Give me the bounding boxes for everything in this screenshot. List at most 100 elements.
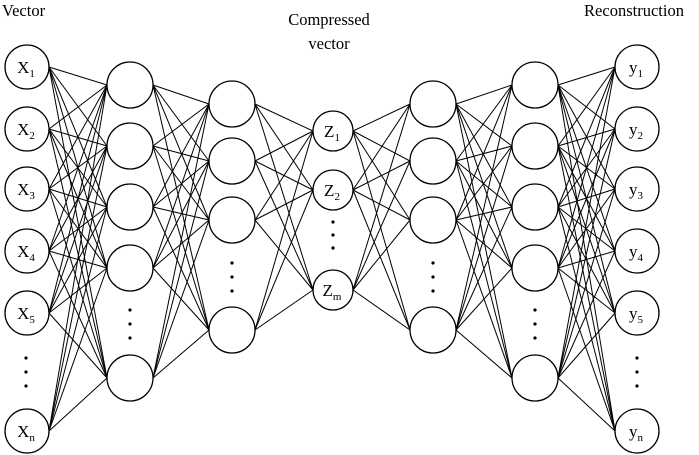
- edge-dec2-4-to-output-6: [557, 267, 616, 432]
- ellipsis-dot-enc1-3: [128, 336, 132, 340]
- ellipsis-dot-input-3: [24, 384, 28, 388]
- edge-bottleneck-3-to-dec1-3: [352, 219, 411, 291]
- ellipsis-dot-enc1-1: [128, 308, 132, 312]
- edge-input-6-to-enc1-5: [48, 377, 108, 432]
- node-enc2-1: [208, 80, 256, 128]
- node-bottleneck-2: [312, 169, 354, 211]
- edge-enc2-3-to-bottleneck-2: [254, 189, 314, 221]
- edge-bottleneck-3-to-dec1-1: [352, 103, 411, 291]
- node-enc1-4: [106, 244, 154, 292]
- ellipsis-dot-enc2-1: [230, 261, 234, 265]
- edge-input-6-to-enc1-1: [48, 84, 108, 432]
- label-input-5: X5: [17, 304, 35, 326]
- edge-dec2-4-to-output-5: [557, 267, 616, 314]
- ellipsis-dot-enc1-2: [128, 322, 132, 326]
- node-enc1-5: [106, 354, 154, 402]
- edge-dec1-1-to-dec2-4: [455, 103, 513, 269]
- label-output-3: y3: [629, 180, 644, 202]
- edge-enc2-1-to-bottleneck-3: [254, 103, 314, 291]
- node-output-3: [614, 166, 660, 212]
- node-output-5: [614, 290, 660, 336]
- label-output-4: y4: [629, 242, 644, 264]
- edge-dec2-2-to-output-1: [557, 66, 616, 147]
- edge-input-6-to-enc1-3: [48, 206, 108, 432]
- edge-dec1-3-to-dec2-3: [455, 206, 513, 221]
- edge-bottleneck-1-to-dec1-4: [352, 130, 411, 331]
- label-input-3: X3: [17, 180, 35, 202]
- edge-input-3-to-enc1-5: [48, 188, 108, 379]
- edge-dec2-5-to-output-6: [557, 377, 616, 432]
- node-output-4: [614, 228, 660, 274]
- node-dec2-2: [511, 122, 559, 170]
- node-enc1-2: [106, 122, 154, 170]
- edge-dec1-1-to-dec2-5: [455, 103, 513, 379]
- edge-input-5-to-enc1-1: [48, 84, 108, 314]
- edge-enc1-2-to-enc2-3: [152, 145, 210, 221]
- edge-dec1-3-to-dec2-2: [455, 145, 513, 221]
- ellipses: [24, 220, 639, 388]
- ellipsis-dot-input-2: [24, 370, 28, 374]
- node-input-3: [4, 166, 50, 212]
- ellipsis-dot-dec1-1: [431, 261, 435, 265]
- edge-bottleneck-1-to-dec1-1: [352, 103, 411, 132]
- edge-enc2-1-to-bottleneck-1: [254, 103, 314, 132]
- ellipsis-dot-dec2-2: [533, 322, 537, 326]
- edge-enc1-4-to-enc2-3: [152, 219, 210, 269]
- edge-input-5-to-enc1-5: [48, 312, 108, 379]
- node-enc1-3: [106, 183, 154, 231]
- edge-dec2-5-to-output-1: [557, 66, 616, 379]
- edge-enc2-3-to-bottleneck-1: [254, 130, 314, 221]
- bottleneck-title-line1: Compressed: [288, 10, 370, 29]
- edge-enc2-4-to-bottleneck-2: [254, 189, 314, 331]
- edge-input-6-to-enc1-4: [48, 267, 108, 432]
- edge-enc1-5-to-enc2-1: [152, 103, 210, 379]
- edge-dec1-4-to-dec2-2: [455, 145, 513, 331]
- edge-dec1-4-to-dec2-1: [455, 84, 513, 331]
- edge-dec1-4-to-dec2-5: [455, 329, 513, 379]
- edge-dec2-3-to-output-6: [557, 206, 616, 432]
- ellipsis-dot-bottleneck-2: [331, 233, 335, 237]
- label-input-4: X4: [17, 242, 35, 264]
- edge-dec1-1-to-dec2-3: [455, 103, 513, 208]
- label-bottleneck-2: Z2: [324, 181, 340, 203]
- edge-input-1-to-enc1-5: [48, 66, 108, 379]
- edge-input-4-to-enc1-5: [48, 250, 108, 379]
- node-dec1-3: [409, 196, 457, 244]
- edge-enc1-5-to-enc2-3: [152, 219, 210, 379]
- edge-bottleneck-2-to-dec1-3: [352, 189, 411, 221]
- node-enc1-1: [106, 61, 154, 109]
- node-output-6: [614, 408, 660, 454]
- node-input-5: [4, 290, 50, 336]
- label-input-2: X2: [17, 120, 35, 142]
- label-output-5: y5: [629, 304, 644, 326]
- node-enc2-4: [208, 306, 256, 354]
- edge-dec1-3-to-dec2-4: [455, 219, 513, 269]
- node-output-1: [614, 44, 660, 90]
- edge-enc1-3-to-enc2-1: [152, 103, 210, 208]
- label-output-6: yn: [629, 422, 644, 444]
- label-bottleneck-1: Z1: [324, 122, 340, 144]
- neurons: [4, 44, 660, 454]
- label-input-1: X1: [17, 58, 35, 80]
- edge-dec2-1-to-output-1: [557, 66, 616, 86]
- ellipsis-dot-output-1: [635, 356, 639, 360]
- node-dec2-4: [511, 244, 559, 292]
- ellipsis-dot-output-2: [635, 370, 639, 374]
- edge-enc2-1-to-bottleneck-2: [254, 103, 314, 191]
- node-dec2-3: [511, 183, 559, 231]
- node-input-2: [4, 106, 50, 152]
- node-dec2-5: [511, 354, 559, 402]
- edge-enc1-1-to-enc2-4: [152, 84, 210, 331]
- edge-bottleneck-2-to-dec1-2: [352, 160, 411, 191]
- edge-dec2-5-to-output-2: [557, 128, 616, 379]
- label-output-1: y1: [629, 58, 643, 80]
- bottleneck-title-line2: vector: [308, 34, 350, 53]
- label-input-6: Xn: [17, 422, 35, 444]
- edge-enc2-3-to-bottleneck-3: [254, 219, 314, 291]
- output-title: Reconstruction: [584, 1, 684, 20]
- edge-dec2-4-to-output-3: [557, 188, 616, 269]
- edge-dec2-3-to-output-1: [557, 66, 616, 208]
- edge-enc1-5-to-enc2-2: [152, 160, 210, 379]
- edge-dec2-4-to-output-1: [557, 66, 616, 269]
